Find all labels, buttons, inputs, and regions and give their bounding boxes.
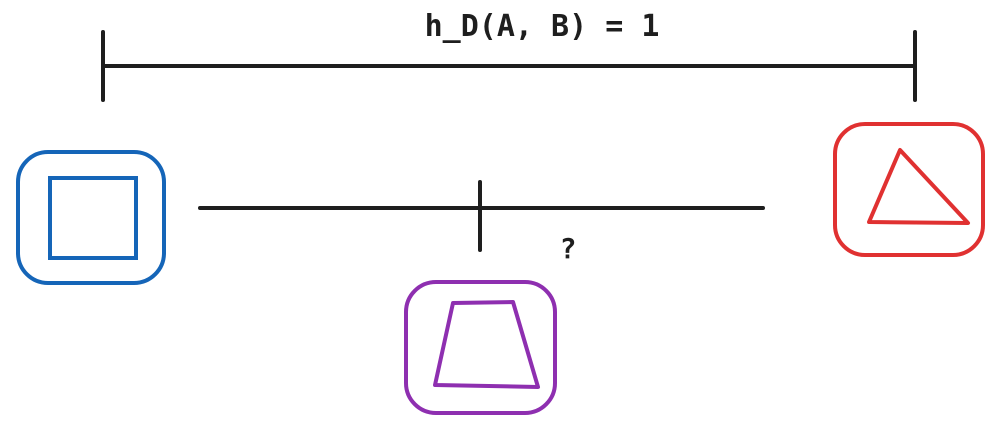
shape-b-triangle (833, 122, 985, 257)
shape-a-frame (16, 150, 166, 285)
trapezoid-icon (433, 300, 540, 389)
shape-a-square (16, 150, 166, 285)
square-icon (48, 176, 138, 260)
triangle-icon (867, 148, 970, 225)
shape-c-frame (404, 280, 557, 415)
question-mark-label: ? (560, 232, 577, 265)
distance-label: h_D(A, B) = 1 (425, 9, 660, 44)
top-distance-bracket (101, 30, 917, 102)
shape-b-frame (833, 122, 985, 257)
middle-distance-line (198, 180, 765, 252)
shape-c-trapezoid (404, 280, 557, 415)
